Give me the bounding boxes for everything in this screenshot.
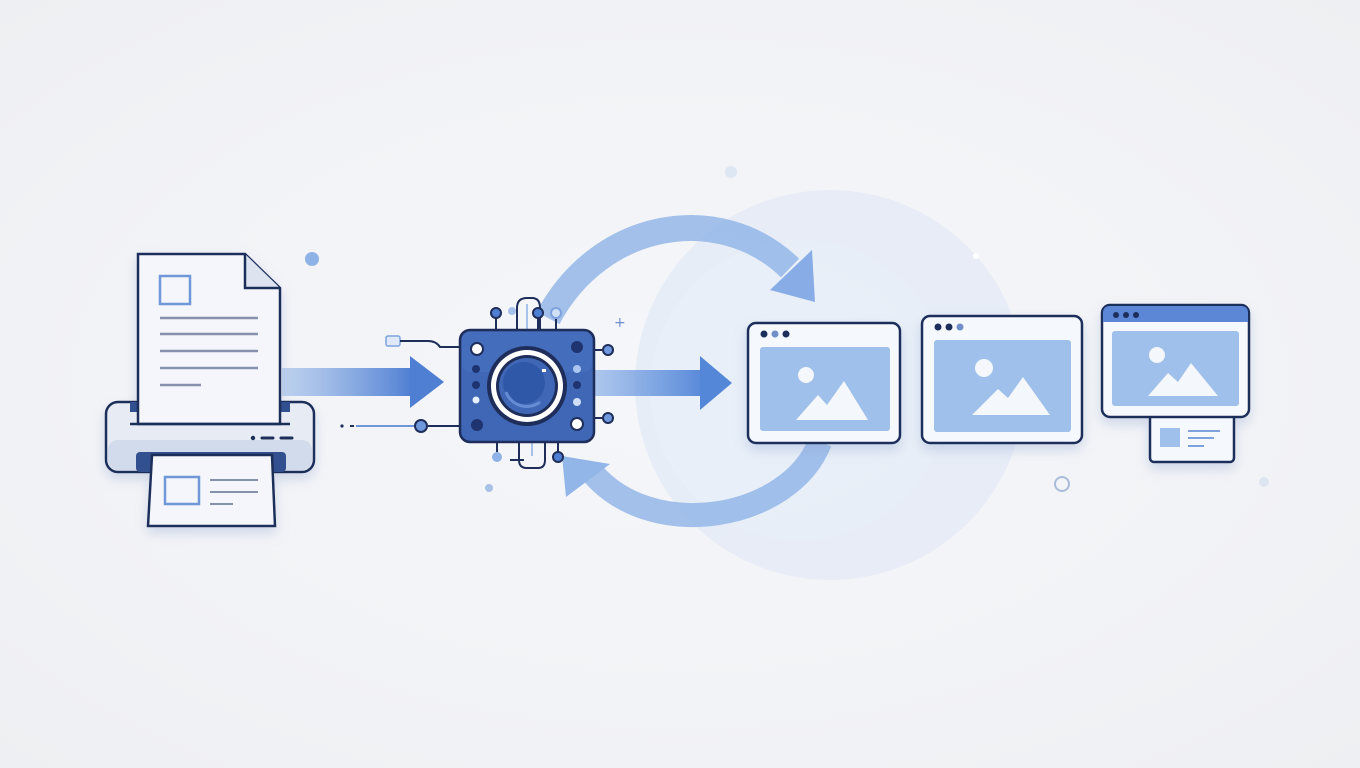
image-window-printout-icon (1100, 303, 1251, 464)
image-window-2-icon (920, 314, 1084, 445)
curved-arrow-top-icon (536, 215, 815, 325)
image-window-1-icon (746, 321, 902, 445)
decorative-dots: + (305, 166, 1269, 492)
svg-text:+: + (614, 315, 626, 331)
arrow-to-windows-icon (594, 356, 732, 410)
printer-document-icon (104, 252, 316, 528)
processor-chip-icon (458, 297, 614, 469)
curved-arrow-bottom-icon (562, 437, 832, 527)
arrow-to-chip-icon (282, 335, 462, 433)
